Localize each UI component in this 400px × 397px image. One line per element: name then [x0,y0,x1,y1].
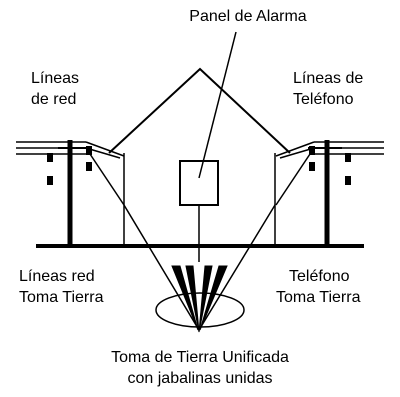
ground-rod-4 [199,265,228,331]
label-phone-lines-2: Teléfono [293,91,354,108]
phone-insulator-4 [345,176,351,185]
phone-service-cable [275,147,315,206]
house-roof [108,67,291,154]
phone-drop-2 [279,147,315,159]
label-phone-ground-2: Toma Tierra [276,289,361,306]
phone-insulator-2 [309,162,315,171]
insulators [47,146,351,185]
ground-conductor-left [123,204,200,331]
label-power-lines-1: Líneas [31,70,79,87]
label-power-ground-1: Líneas red [19,268,95,285]
ground-rod-3 [198,265,213,333]
label-phone-lines-1: Líneas de [293,70,363,87]
label-phone-ground-1: Teléfono [289,268,350,285]
phone-insulator-1 [309,146,315,155]
phone-drop-1 [275,141,315,157]
phone-insulator-3 [345,153,351,162]
label-unified-ground-1: Toma de Tierra Unificada [111,349,289,366]
label-power-ground-2: Toma Tierra [19,289,104,306]
label-power-lines-2: de red [31,91,76,108]
power-insulator-3 [86,146,92,155]
label-unified-ground-2: con jabalinas unidas [128,370,273,387]
power-insulator-4 [86,162,92,171]
panel-leader-line [198,31,237,179]
power-service-cable [85,147,125,206]
ground-rods [171,265,228,333]
ground-rod-2 [185,265,200,333]
power-insulator-2 [47,176,53,185]
power-insulator-1 [47,153,53,162]
alarm-panel [179,160,219,206]
ground-rod-1 [171,265,199,331]
label-panel: Panel de Alarma [189,8,307,25]
power-drop-1 [85,141,125,157]
ground-conductor-right [198,204,276,331]
